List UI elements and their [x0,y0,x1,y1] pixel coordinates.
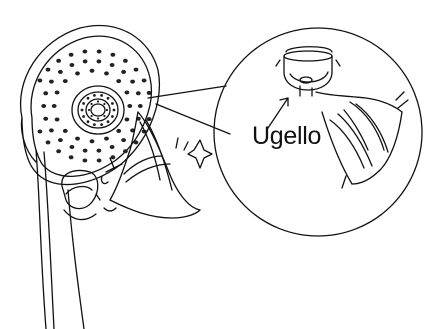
center-hole [82,102,85,105]
center-hole [87,120,90,123]
nozzle-dot [104,137,109,141]
nozzle-dot [134,140,139,144]
nozzle-dot [110,63,115,67]
nozzle-dot [69,155,74,159]
nozzle-dot [136,91,141,95]
nozzle-dot [83,59,88,63]
nozzle-dot [55,118,60,122]
nozzle-dot [90,69,95,73]
center-hole [103,115,105,117]
nozzle-label: Ugello [252,124,321,149]
nozzle-dot [104,71,109,75]
nozzle-dot [138,104,143,108]
nozzle-dot [75,137,80,141]
center-hole [91,103,93,105]
center-hole [88,109,90,111]
nozzle-dot [38,130,43,134]
nozzle-dot [90,139,95,143]
nozzle-dot [43,117,48,121]
nozzle-dot [142,79,147,83]
nozzle-dot [130,80,135,84]
center-hole [93,123,96,126]
nozzle-dot [116,129,121,133]
nozzle-dot [52,104,57,108]
magnified-cloth [316,92,408,188]
spray-nozzles [38,50,152,163]
center-hole [107,120,110,123]
center-hole [97,100,99,102]
nozzle-dot [97,59,102,63]
center-hole [111,115,114,118]
nozzle-dot [111,53,116,57]
nozzle-dot [125,118,130,122]
nozzle-dot [121,70,126,74]
nozzle-dot [97,50,102,54]
nozzle-dot [56,59,61,63]
center-hole [111,102,114,105]
nozzle-dot [38,79,43,83]
center-hole [106,109,108,111]
callout-leader [148,86,230,134]
nozzle-dot [63,129,68,133]
center-hole [93,94,96,97]
nozzle-dot [83,159,88,163]
center-hole [100,123,103,126]
motion-marks [96,138,212,211]
center-hole [113,109,116,112]
nozzle-dot [110,145,115,149]
center-hole [100,94,103,97]
center-hole [87,97,90,100]
nozzle-dot [97,159,102,163]
nozzle-dot [63,79,68,83]
center-hole [82,115,85,118]
nozzle-dot [70,63,75,67]
center-hole [91,115,93,117]
nozzle-dot [46,140,51,144]
nozzle-dot [43,91,48,95]
center-spray-ring [72,86,124,134]
nozzle-dot [70,145,75,149]
nozzle-dot [121,138,126,142]
cleaning-cloth [110,112,200,218]
nozzle-dot [49,80,54,84]
nozzle-dot [83,149,88,153]
nozzle-dot [69,53,74,57]
nozzle-dot [134,68,139,72]
nozzle-dot [147,117,152,121]
nozzle-dot [123,59,128,63]
nozzle-dot [75,71,80,75]
nozzle-dot [97,149,102,153]
nozzle-dot [127,104,132,108]
center-hole [97,117,99,119]
nozzle-dot [46,68,51,72]
nozzle-dot [83,50,88,54]
nozzle-dot [147,91,152,95]
nozzle-dot [41,104,46,108]
nozzle-dot [55,91,60,95]
nozzle-closeup [276,47,340,96]
nozzle-dot [116,79,121,83]
nozzle-dot [123,149,128,153]
nozzle-dot [111,155,116,159]
nozzle-dot [125,91,130,95]
center-hole [107,97,110,100]
center-hole [81,109,84,112]
nozzle-dot [49,128,54,132]
nozzle-dot [56,149,61,153]
nozzle-dot [58,70,63,74]
nozzle-dot [58,138,63,142]
center-hole [103,103,105,105]
